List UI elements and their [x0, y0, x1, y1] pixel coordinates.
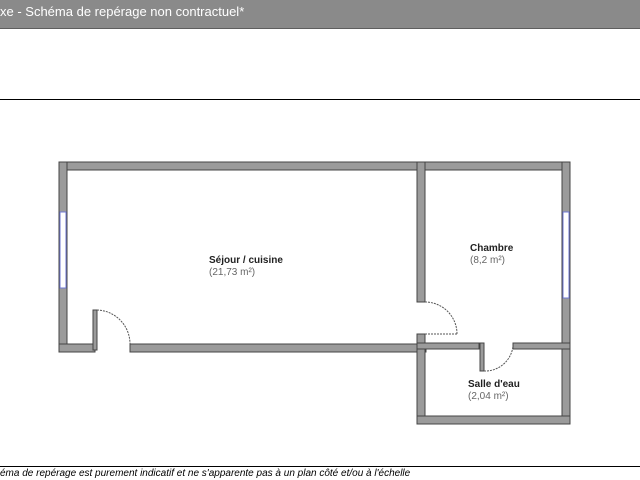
door-arc-bathroom — [483, 345, 514, 372]
doors — [96, 301, 514, 372]
disclaimer-text: éma de repérage est purement indicatif e… — [0, 468, 411, 479]
wall-bedroom-bathroom-right — [512, 342, 571, 350]
window-left — [59, 211, 67, 289]
wall-partition-living-bedroom — [416, 161, 426, 303]
page-title: xe - Schéma de repérage non contractuel* — [0, 4, 245, 19]
wall-bottom-living — [129, 343, 427, 353]
header-bar: xe - Schéma de repérage non contractuel* — [0, 0, 640, 29]
bottom-divider — [0, 466, 640, 467]
wall-door-jamb — [92, 309, 98, 351]
room-label-chambre: Chambre — [470, 243, 514, 254]
room-label-salle-eau: Salle d'eau — [468, 379, 520, 390]
top-divider — [0, 99, 640, 100]
wall-bottom-left-stub — [58, 343, 96, 353]
door-arc-entrance — [96, 309, 131, 345]
wall-bedroom-bathroom-left — [416, 342, 480, 350]
door-arc-bedroom — [424, 301, 458, 335]
room-area-chambre: (8,2 m²) — [470, 255, 505, 266]
room-area-salle-eau: (2,04 m²) — [468, 391, 509, 402]
room-area-sejour: (21,73 m²) — [209, 267, 255, 278]
floor-plan-drawing: Séjour / cuisine (21,73 m²) Chambre (8,2… — [58, 161, 571, 425]
floor-plan: Séjour / cuisine (21,73 m²) Chambre (8,2… — [0, 100, 640, 466]
room-label-sejour: Séjour / cuisine — [209, 255, 283, 266]
wall-bathroom-left — [416, 343, 426, 425]
windows — [59, 211, 570, 299]
wall-top — [58, 161, 571, 171]
room-salle-eau: Salle d'eau (2,04 m²) — [468, 379, 520, 402]
window-right — [562, 211, 570, 299]
wall-bathroom-jamb — [479, 342, 485, 372]
room-sejour: Séjour / cuisine (21,73 m²) — [209, 255, 283, 278]
room-chambre: Chambre (8,2 m²) — [470, 243, 514, 266]
wall-bathroom-bottom — [416, 415, 571, 425]
